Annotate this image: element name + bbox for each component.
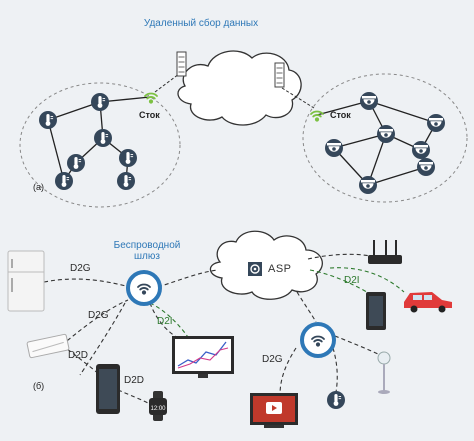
dome-camera-icon bbox=[412, 141, 430, 159]
thermometer-icon bbox=[39, 111, 57, 129]
tablet-icon bbox=[366, 292, 386, 330]
wireless-gateway-label: Беспроводной шлюз bbox=[113, 240, 181, 262]
d2g-fridge-label: D2G bbox=[70, 263, 91, 274]
cloud-icon bbox=[209, 230, 323, 300]
cloud-icon bbox=[177, 50, 302, 126]
d2i-left-label: D2I bbox=[157, 316, 173, 327]
monitor-icon bbox=[172, 336, 234, 378]
thermometer-icon bbox=[55, 172, 73, 190]
thermometer-icon bbox=[327, 391, 345, 409]
wireless-gateway bbox=[126, 270, 162, 306]
fridge-icon bbox=[7, 250, 45, 312]
gear-icon bbox=[248, 262, 262, 276]
d2g-ac-label: D2G bbox=[88, 310, 109, 321]
smartphone-icon bbox=[96, 364, 120, 414]
uplink-right bbox=[281, 87, 315, 109]
d2d-ac-phone-label: D2D bbox=[68, 350, 89, 361]
air-conditioner-icon bbox=[26, 333, 70, 359]
part-b-label: (б) bbox=[33, 381, 45, 391]
router-icon bbox=[368, 240, 402, 264]
left-sensor-cluster bbox=[19, 82, 181, 208]
right-camera-cluster bbox=[302, 73, 468, 203]
dome-camera-icon bbox=[359, 176, 377, 194]
part-a-label: (а) bbox=[33, 182, 44, 192]
server-rack-icon bbox=[274, 62, 285, 88]
dome-camera-icon bbox=[417, 158, 435, 176]
sink-label-left: Сток bbox=[139, 110, 160, 120]
thermometer-icon bbox=[119, 149, 137, 167]
car-icon bbox=[404, 292, 452, 313]
d2i-right-label: D2I bbox=[344, 275, 360, 286]
wireless-gateway-2 bbox=[300, 322, 336, 358]
server-rack-icon bbox=[176, 51, 187, 77]
remote-collection-label: Удаленный сбор данных bbox=[143, 18, 259, 29]
d2g-tv-label: D2G bbox=[262, 354, 283, 365]
thermometer-icon bbox=[94, 129, 112, 147]
wifi-icon bbox=[144, 92, 158, 104]
dome-camera-icon bbox=[377, 125, 395, 143]
wifi-icon bbox=[310, 110, 324, 122]
asp-label: ASP bbox=[268, 263, 292, 275]
thermometer-icon bbox=[117, 172, 135, 190]
tv-icon bbox=[250, 393, 298, 428]
dome-camera-icon bbox=[427, 114, 445, 132]
sink-label-right: Сток bbox=[330, 110, 351, 120]
thermometer-icon bbox=[67, 154, 85, 172]
street-lamp-icon bbox=[377, 351, 391, 394]
svg-text:12:00: 12:00 bbox=[150, 406, 166, 412]
d2d-phone-watch-label: D2D bbox=[124, 375, 145, 386]
uplink-left bbox=[154, 73, 180, 93]
dome-camera-icon bbox=[325, 139, 343, 157]
smartwatch-icon: 12:00 bbox=[149, 391, 167, 421]
thermometer-icon bbox=[91, 93, 109, 111]
dome-camera-icon bbox=[360, 92, 378, 110]
